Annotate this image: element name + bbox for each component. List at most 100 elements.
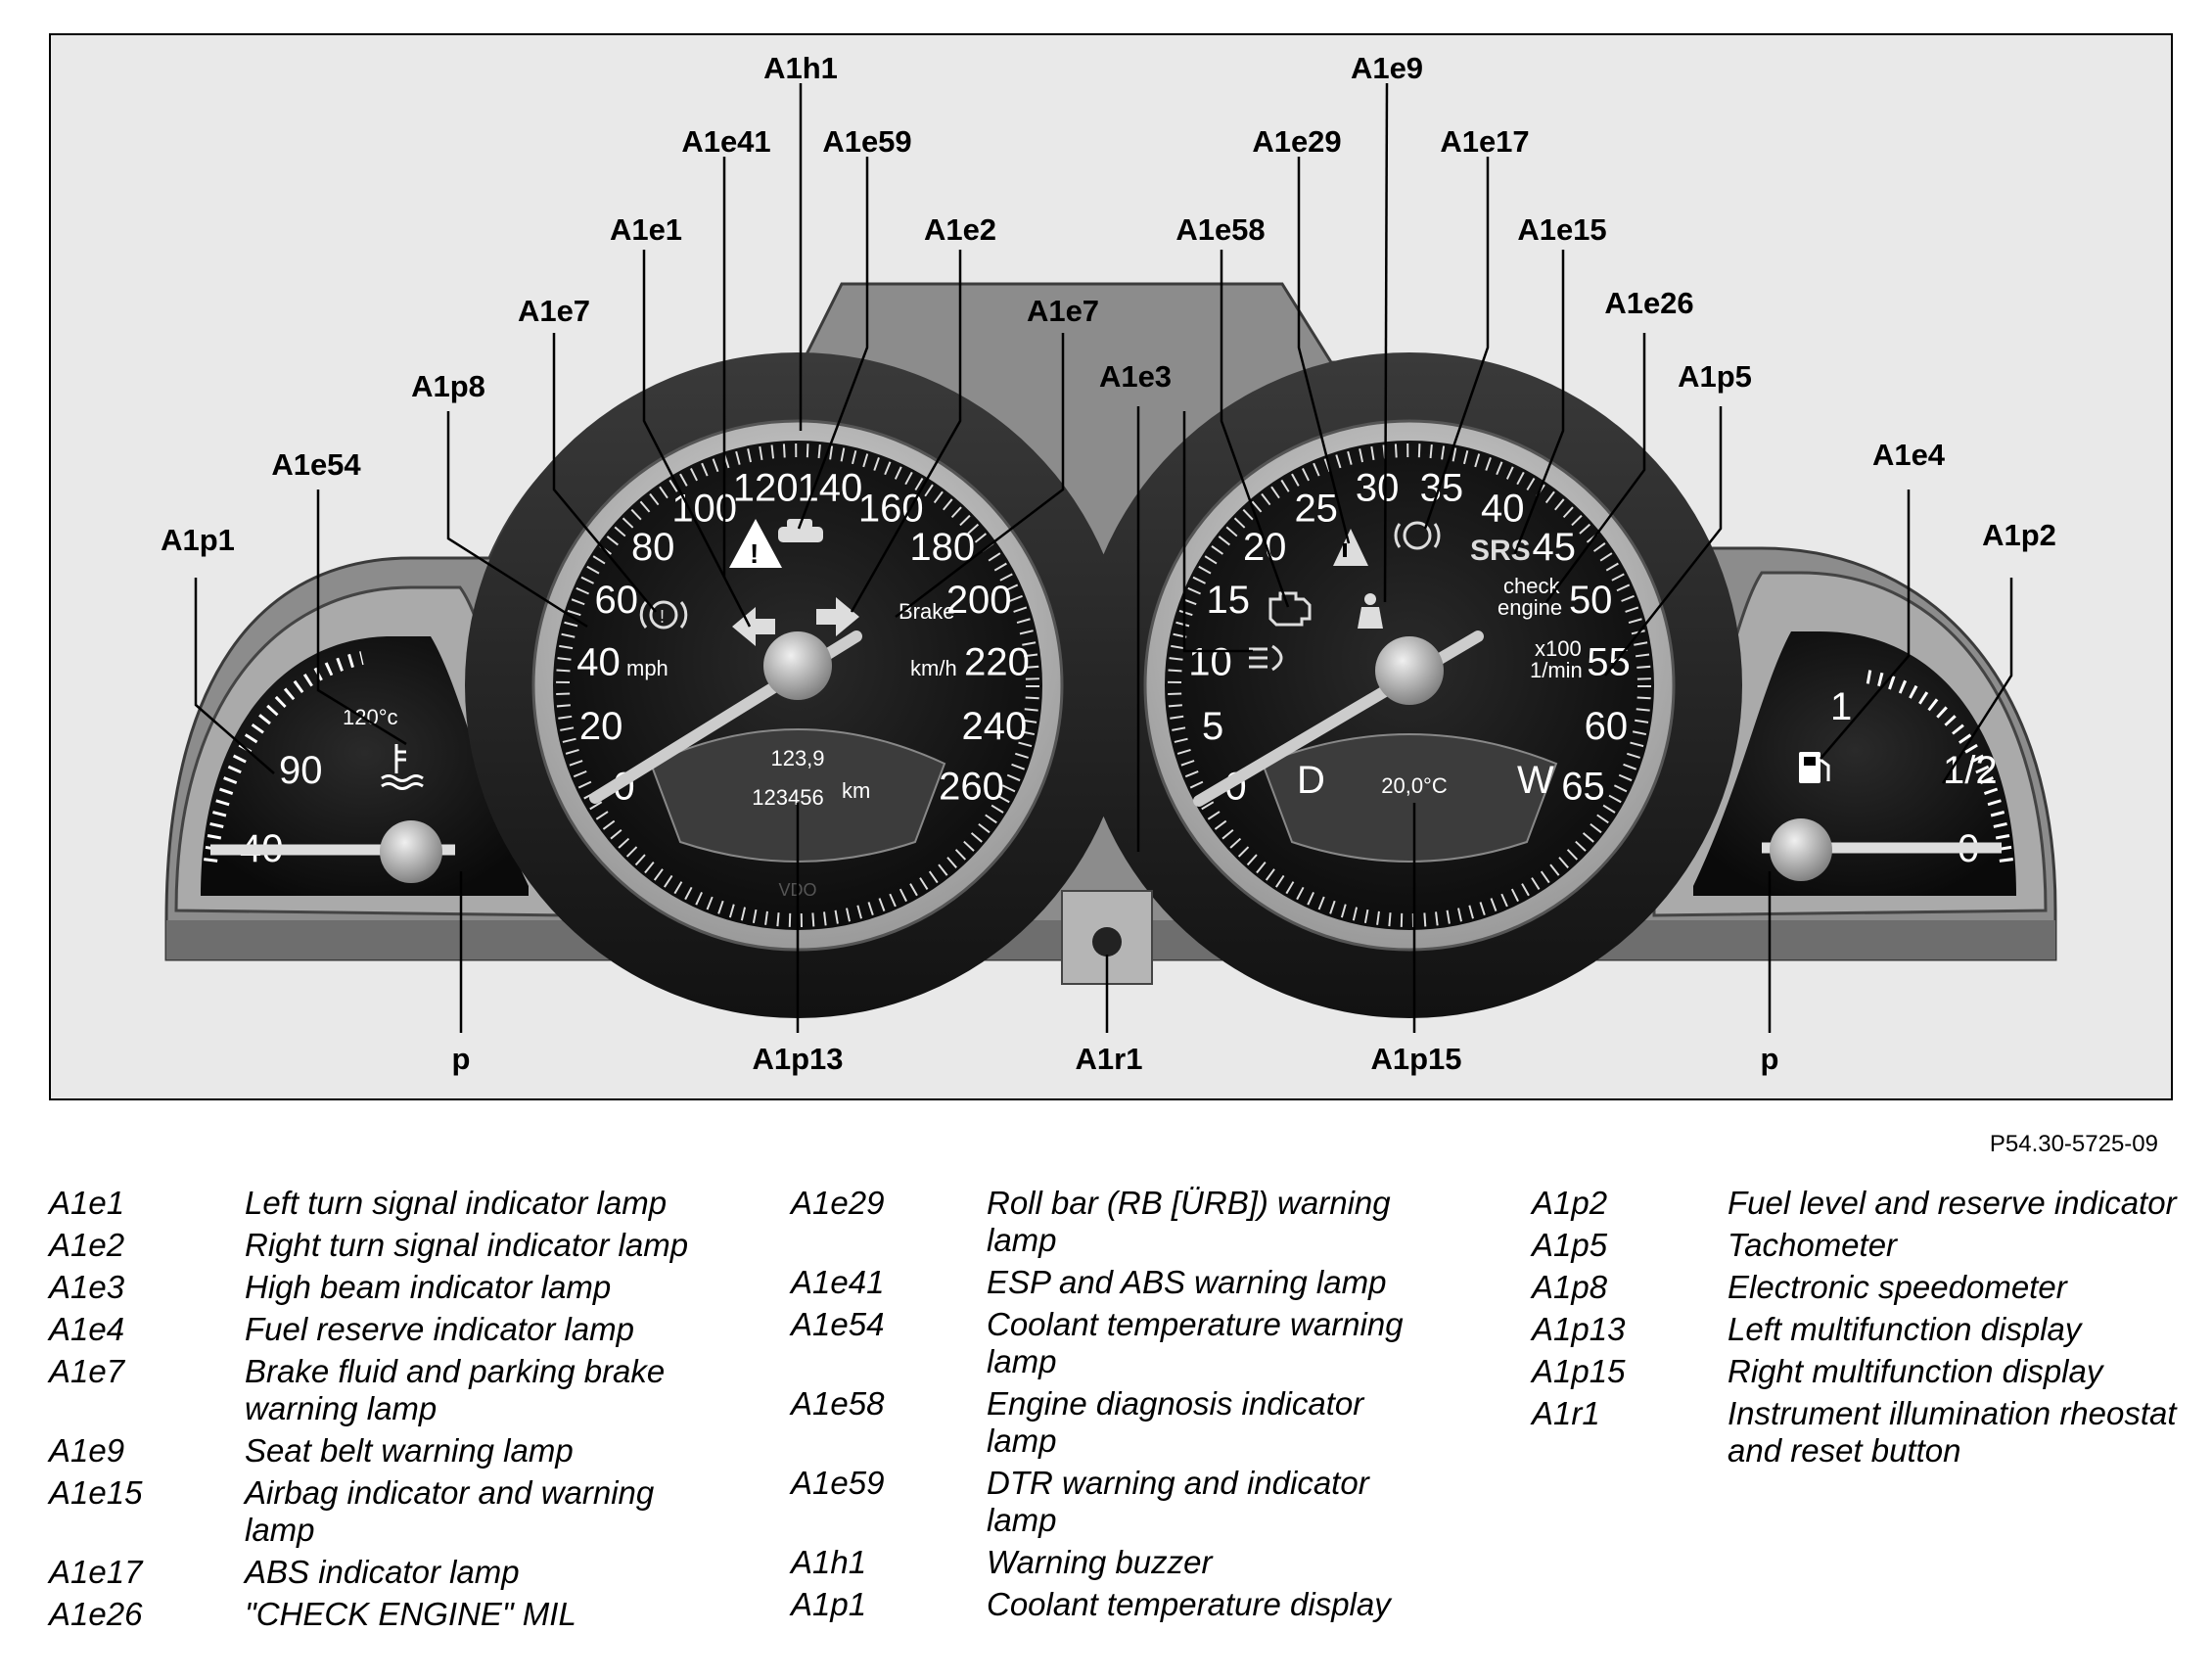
coolant-hub bbox=[380, 820, 442, 883]
engine-diagnosis-icon bbox=[1268, 591, 1312, 627]
coolant-tick-120: 120°c bbox=[343, 705, 398, 729]
right-turn-arrow-icon bbox=[816, 597, 859, 636]
legend-row: A1e41 ESP and ABS warning lamp bbox=[791, 1264, 1496, 1301]
legend-code: A1e15 bbox=[49, 1474, 143, 1511]
legend-description: Brake fluid and parking brake warning la… bbox=[245, 1353, 666, 1426]
tachometer-tick-7: 35 bbox=[1420, 467, 1464, 510]
legend-description: Electronic speedometer bbox=[1728, 1269, 2067, 1305]
high-beam-icon bbox=[1249, 644, 1283, 672]
tachometer-tick-13: 65 bbox=[1561, 766, 1605, 809]
fuel-gauge-pod: 0 1/2 1 bbox=[1652, 571, 2048, 917]
legend-description: ESP and ABS warning lamp bbox=[987, 1264, 1387, 1300]
figure-id: P54.30-5725-09 bbox=[1989, 1131, 2158, 1157]
legend-code: A1e9 bbox=[49, 1432, 125, 1469]
legend-code: A1e3 bbox=[49, 1269, 125, 1305]
odometer-value: 123456 bbox=[752, 785, 823, 810]
engine-label: engine bbox=[1498, 595, 1562, 620]
legend-code: A1e41 bbox=[791, 1264, 885, 1300]
legend-row: A1p13 Left multifunction display bbox=[1532, 1311, 2212, 1348]
callout-A1e54: A1e54 bbox=[271, 447, 361, 482]
tachometer-tick-10: 50 bbox=[1569, 579, 1613, 622]
legend-code: A1e4 bbox=[49, 1311, 125, 1347]
callout-A1e29: A1e29 bbox=[1252, 124, 1341, 159]
left-multifunction-display bbox=[649, 728, 946, 863]
esp-abs-warning-icon: ! bbox=[729, 519, 782, 569]
legend-code: A1p13 bbox=[1532, 1311, 1626, 1347]
legend-code: A1e7 bbox=[49, 1353, 125, 1389]
legend-code: A1e1 bbox=[49, 1185, 125, 1221]
legend-code: A1p5 bbox=[1532, 1227, 1608, 1263]
legend-row: A1p5 Tachometer bbox=[1532, 1227, 2212, 1264]
legend-code: A1p15 bbox=[1532, 1353, 1626, 1389]
callout-A1e7-left: A1e7 bbox=[518, 294, 590, 328]
svg-text:!: ! bbox=[660, 607, 665, 627]
legend-code: A1e26 bbox=[49, 1596, 143, 1632]
fuel-tick-1: 1 bbox=[1830, 685, 1852, 728]
legend-code: A1p1 bbox=[791, 1586, 867, 1622]
legend-code: A1e2 bbox=[49, 1227, 125, 1263]
tachometer-tick-2: 10 bbox=[1188, 640, 1232, 683]
callout-A1e9: A1e9 bbox=[1351, 51, 1423, 85]
brake-warning-icon: ! bbox=[639, 600, 688, 630]
legend-code: A1e29 bbox=[791, 1185, 885, 1221]
legend-code: A1e58 bbox=[791, 1385, 885, 1422]
speedometer-tick-3: 60 bbox=[595, 579, 639, 622]
speedometer-brake-label: Brake bbox=[899, 599, 954, 624]
legend-description: Tachometer bbox=[1728, 1227, 1898, 1263]
speedometer-tick-6: 120 bbox=[733, 467, 799, 510]
legend-code: A1r1 bbox=[1532, 1395, 1600, 1431]
legend-code: A1e17 bbox=[49, 1554, 143, 1590]
callout-A1p5: A1p5 bbox=[1678, 359, 1752, 394]
legend-code: A1p2 bbox=[1532, 1185, 1608, 1221]
tachometer-tick-5: 25 bbox=[1294, 488, 1338, 531]
tachometer-tick-11: 55 bbox=[1587, 640, 1631, 683]
callout-A1e7-right: A1e7 bbox=[1027, 294, 1099, 328]
tachometer-tick-4: 20 bbox=[1243, 526, 1287, 569]
legend-row: A1e17 ABS indicator lamp bbox=[49, 1554, 754, 1591]
callout-leader-lines bbox=[194, 82, 2013, 1033]
trip-odometer-value: 123,9 bbox=[770, 746, 824, 770]
odometer-unit: km bbox=[842, 778, 870, 803]
legend-description: ABS indicator lamp bbox=[245, 1554, 520, 1590]
callout-A1e4: A1e4 bbox=[1872, 438, 1946, 472]
gear-w-label: W bbox=[1517, 759, 1554, 802]
tachometer-hub bbox=[1375, 636, 1444, 705]
callout-A1e26: A1e26 bbox=[1604, 286, 1693, 320]
tachometer-tick-9: 45 bbox=[1533, 526, 1577, 569]
speedometer-tick-9: 180 bbox=[909, 526, 975, 569]
legend-description: High beam indicator lamp bbox=[245, 1269, 612, 1305]
legend-description: Airbag indicator and warning lamp bbox=[245, 1474, 655, 1548]
tachometer-tick-3: 15 bbox=[1207, 579, 1251, 622]
roll-bar-warning-icon bbox=[1333, 529, 1368, 566]
callout-A1e2: A1e2 bbox=[924, 212, 996, 247]
speedometer-tick-13: 260 bbox=[939, 766, 1004, 809]
abs-indicator-icon bbox=[1394, 521, 1441, 550]
speedometer-tick-11: 220 bbox=[964, 640, 1030, 683]
outside-temperature: 20,0°C bbox=[1381, 773, 1448, 798]
instrument-cluster-diagram: 40 90 120°c 0 1/2 1 02040608010012014016… bbox=[49, 33, 2173, 1100]
callout-A1p8: A1p8 bbox=[411, 369, 485, 403]
speedometer-tick-labels: 020406080100120140160180200220240260 bbox=[576, 467, 1030, 809]
coolant-gauge-pod: 40 90 120°c bbox=[174, 585, 570, 917]
seat-belt-icon bbox=[1358, 593, 1383, 629]
tachometer-tick-1: 5 bbox=[1202, 705, 1223, 748]
fuel-hub bbox=[1770, 818, 1832, 881]
legend-code: A1h1 bbox=[791, 1544, 867, 1580]
legend-description: DTR warning and indicator lamp bbox=[987, 1465, 1369, 1538]
callout-A1p1: A1p1 bbox=[161, 523, 235, 557]
legend-description: Left multifunction display bbox=[1728, 1311, 2082, 1347]
legend-description: Coolant temperature warning lamp bbox=[987, 1306, 1404, 1379]
